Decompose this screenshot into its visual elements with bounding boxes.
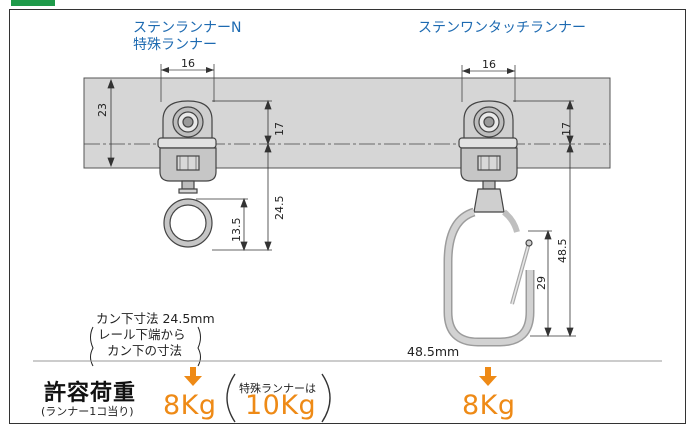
right-measure-note: 48.5mm	[407, 344, 460, 359]
rail-height-dimension	[107, 78, 115, 168]
kan-note-line3: カン下の寸法	[107, 343, 183, 358]
arrow-down-icon	[479, 367, 497, 386]
right-wheel-drop-label: 17	[560, 122, 573, 136]
left-runner	[157, 64, 217, 248]
load-arrows	[184, 367, 497, 386]
special-note: 特殊ランナーは	[239, 382, 316, 395]
left-wheel-drop-label: 17	[273, 122, 286, 136]
left-width-label: 16	[181, 57, 195, 70]
note-bracket-left	[90, 326, 94, 367]
right-runner-title: ステンワンタッチランナー	[418, 20, 586, 36]
right-load-value: 8Kg	[462, 390, 516, 421]
left-ring-size-label: 13.5	[230, 217, 243, 243]
kan-measure-note: カン下寸法 24.5mm	[96, 311, 215, 326]
rail-height-label: 23	[96, 103, 109, 117]
left-runner-title-line2: 特殊ランナー	[133, 37, 217, 53]
left-wheel-drop-dimension	[196, 99, 272, 252]
right-dimensions	[513, 99, 576, 338]
special-paren-left	[226, 373, 236, 423]
special-paren-right	[321, 373, 331, 423]
right-carabiner-size-label: 29	[535, 276, 548, 290]
figure-frame	[9, 9, 686, 424]
right-width-label: 16	[482, 58, 496, 71]
arrow-down-icon	[184, 367, 202, 386]
load-subheading: (ランナー1コ当り)	[41, 405, 134, 418]
kan-note-line2: レール下端から	[98, 327, 186, 342]
left-load-value: 8Kg	[163, 390, 217, 421]
left-runner-title-line1: ステンランナーN	[133, 20, 242, 36]
left-hook-drop-label: 24.5	[273, 195, 286, 221]
right-runner	[443, 65, 535, 347]
note-bracket-right	[197, 326, 201, 367]
corner-tab	[11, 0, 55, 6]
load-heading: 許容荷重	[44, 381, 137, 406]
right-hook-drop-label: 48.5	[556, 238, 569, 264]
special-load-value: 10Kg	[245, 390, 317, 421]
